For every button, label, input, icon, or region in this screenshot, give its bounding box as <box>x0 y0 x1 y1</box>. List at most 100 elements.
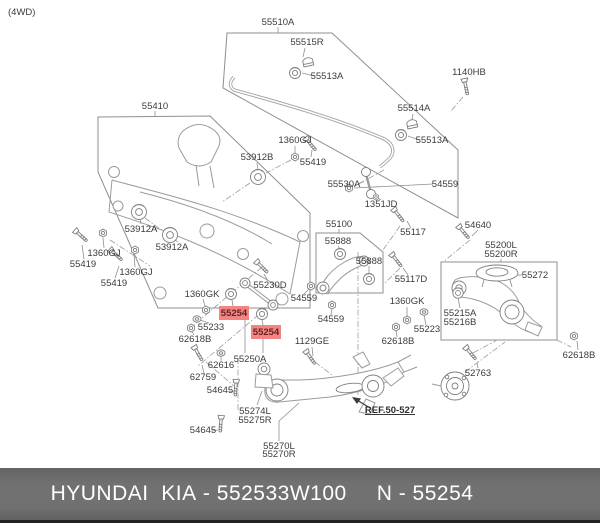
bolt-54645-icon-2 <box>216 414 226 433</box>
lower-arm-sketch <box>451 276 543 337</box>
part-label-55230d: 55230D <box>253 280 286 291</box>
assembly-boxes <box>97 32 558 341</box>
part-label-55419-3: 55419 <box>101 278 127 289</box>
crossmember-sketch <box>108 124 309 306</box>
bushing-55254-icon-2 <box>256 308 268 320</box>
bolt-55419-icon-2 <box>72 227 90 244</box>
part-label-55254-highlighted: 55254 <box>221 308 248 319</box>
part-label-55274l: 55274L <box>239 406 271 417</box>
part-label-55888: 55888 <box>325 236 351 247</box>
nut-1360gk-icon-2 <box>403 315 411 325</box>
spring-pad-sketch <box>475 264 519 288</box>
nut-62618b-icon-2 <box>392 322 400 332</box>
part-label-55513a: 55513A <box>311 71 344 82</box>
part-labels: (4WD) 55510A 55515R 55513A 1140HB 55514A… <box>8 7 595 460</box>
part-label-62618b-3: 62618B <box>563 350 596 361</box>
part-label-55515r: 55515R <box>290 37 323 48</box>
nut-1360gk-icon <box>202 305 210 315</box>
part-label-1360gk: 1360GK <box>185 289 221 300</box>
knuckle-sketch <box>352 351 405 415</box>
bolt-1140hb-icon <box>460 77 472 96</box>
ref-arrow <box>352 397 371 409</box>
stabilizer-clamp-icon <box>301 56 315 68</box>
washer-62616-icon <box>216 349 226 357</box>
part-label-55200l: 55200L <box>485 240 517 251</box>
bolt-62759-icon <box>190 344 206 363</box>
part-label-62616: 62616 <box>208 360 234 371</box>
upper-arm-sketch <box>316 248 375 295</box>
part-label-55233: 55233 <box>198 322 224 333</box>
part-label-1360gk-2: 1360GK <box>390 296 426 307</box>
footer-separator: - <box>196 482 217 505</box>
part-label-54559: 54559 <box>432 179 458 190</box>
part-label-54645-2: 54645 <box>190 425 216 436</box>
highlight-55254-box <box>219 306 249 320</box>
part-label-55254-highlighted-2: 55254 <box>253 327 280 338</box>
part-label-54559-2: 54559 <box>291 293 317 304</box>
part-label-1360gj: 1360GJ <box>278 135 312 146</box>
bushing-53912b-icon <box>250 169 266 185</box>
stabilizer-bushing-icon <box>289 67 301 79</box>
footer-part-number: 552533W100 <box>216 482 347 505</box>
footer-brand: HYUNDAI KIA <box>50 482 197 505</box>
bushing-53912a-icon-2 <box>162 227 178 243</box>
part-label-55419-2: 55419 <box>70 259 96 270</box>
part-label-55888-2: 55888 <box>356 256 382 267</box>
nut-54559-icon-2 <box>307 281 315 291</box>
washer-55223-icon <box>419 308 429 316</box>
assist-arm-sketch <box>225 277 279 320</box>
part-label-55223: 55223 <box>414 324 440 335</box>
part-label-53912a: 53912A <box>125 224 158 235</box>
upper-arm-assembly-box <box>315 232 384 294</box>
nut-1360gj-icon-2 <box>99 228 107 238</box>
bolt-1129ge-icon <box>302 347 319 367</box>
stabilizer-bushing-icon-2 <box>395 129 407 141</box>
suspension-parts-diagram: (4WD) 55510A 55515R 55513A 1140HB 55514A… <box>8 7 595 460</box>
part-label-62618b-2: 62618B <box>382 336 415 347</box>
bushing-55254-icon <box>225 288 237 300</box>
part-label-55117d: 55117D <box>395 274 428 285</box>
bracket-sketch <box>254 362 274 389</box>
part-label-62618b: 62618B <box>179 334 212 345</box>
part-label-1360gj-3: 1360GJ <box>119 267 153 278</box>
bushing-53912a-icon <box>131 204 147 220</box>
part-label-55117: 55117 <box>400 227 426 238</box>
part-label-55513a-2: 55513A <box>416 135 449 146</box>
part-label-55270l: 55270L <box>263 441 295 452</box>
part-label-1360gj-2: 1360GJ <box>87 248 121 259</box>
stabilizer-clamp-icon-2 <box>405 118 419 130</box>
nut-1360gj-icon <box>291 152 299 162</box>
nut-1360gj-icon-3 <box>131 245 139 255</box>
part-label-55514a: 55514A <box>398 103 431 114</box>
part-label-55510a: 55510A <box>262 17 295 28</box>
part-label-54640: 54640 <box>465 220 491 231</box>
stabilizer-bar-sketch <box>228 56 419 169</box>
bushing-55888-icon <box>334 248 346 260</box>
part-label-1351jd: 1351JD <box>365 199 398 210</box>
part-label-55410: 55410 <box>142 101 168 112</box>
part-label-55216b: 55216B <box>444 317 477 328</box>
part-label-55419: 55419 <box>300 157 326 168</box>
part-label-55215a: 55215A <box>444 308 477 319</box>
bolt-52763-icon <box>462 343 479 362</box>
bolt-55117d-icon <box>388 250 405 269</box>
stabilizer-link-sketch <box>361 167 380 201</box>
nut-54559-icon-3 <box>328 300 336 310</box>
footer-banner: HYUNDAI KIA - 552533W100 N - 55254 <box>0 468 600 523</box>
part-label-55272: 55272 <box>522 270 548 281</box>
nut-62618b-icon <box>187 323 195 333</box>
part-label-1129ge: 1129GE <box>295 336 329 347</box>
part-label-54559-3: 54559 <box>318 314 344 325</box>
part-label-62759: 62759 <box>190 372 216 383</box>
part-label-53912a-2: 53912A <box>156 242 189 253</box>
stabilizer-assembly-box <box>222 32 459 219</box>
hub-sketch <box>431 371 470 401</box>
part-label-54645: 54645 <box>207 385 233 396</box>
part-label-55530a: 55530A <box>328 179 361 190</box>
part-label-55250a: 55250A <box>234 354 267 365</box>
footer-ref-number: N - 55254 <box>376 482 474 505</box>
part-label-52763: 52763 <box>465 368 491 379</box>
nut-62618b-icon-3 <box>570 331 578 341</box>
part-label-55270r: 55270R <box>262 449 295 460</box>
